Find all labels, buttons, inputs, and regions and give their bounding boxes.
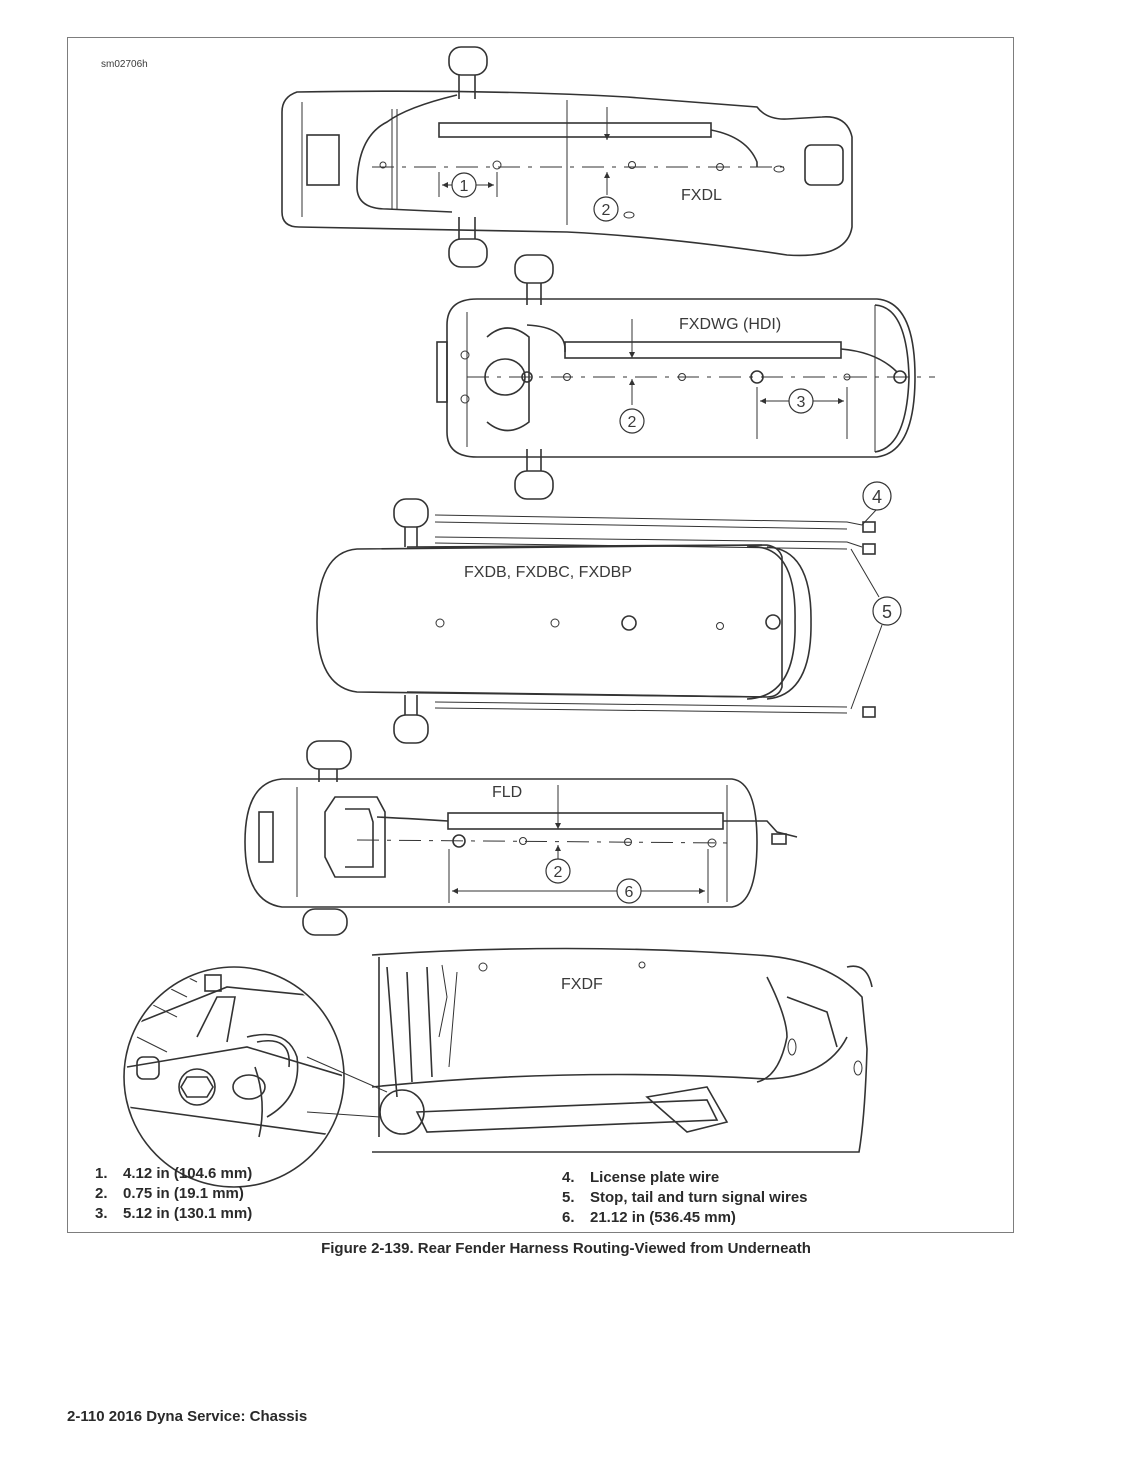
legend-text: 4.12 in (104.6 mm) (123, 1165, 253, 1182)
legend-number: 5. (562, 1189, 575, 1206)
figure-frame (67, 37, 1014, 1233)
legend-item-2: 2. 0.75 in (19.1 mm) (95, 1184, 252, 1204)
legend-text: 0.75 in (19.1 mm) (123, 1185, 244, 1202)
legend-number: 6. (562, 1209, 575, 1226)
magnified-inset (123, 966, 345, 1188)
legend-number: 3. (95, 1205, 108, 1222)
callout-5: 5 (882, 602, 892, 622)
figure-id: sm02706h (101, 59, 148, 70)
callout-4: 4 (872, 487, 882, 507)
legend-text: Stop, tail and turn signal wires (590, 1189, 808, 1206)
legend-item-4: 4. License plate wire (562, 1168, 808, 1188)
model-label-fxdf: FXDF (561, 976, 603, 993)
legend-right: 4. License plate wire 5. Stop, tail and tu… (562, 1168, 808, 1228)
fxdwg-fender-diagram: 2 3 FXDWG (HDI) (436, 254, 935, 500)
callout-6: 6 (625, 884, 634, 901)
legend-text: License plate wire (590, 1169, 720, 1186)
harness-routing-figure: sm02706h 1 2 FXDL (101, 46, 935, 1188)
legend-item-6: 6. 21.12 in (536.45 mm) (562, 1208, 808, 1228)
callout-3: 3 (797, 394, 806, 411)
callout-2-fxdwg: 2 (628, 414, 637, 431)
legend-text: 21.12 in (536.45 mm) (590, 1209, 736, 1226)
callout-1-fxdl: 1 (460, 178, 469, 195)
fxdl-fender-diagram: 1 2 FXDL (281, 46, 853, 268)
legend-text: 5.12 in (130.1 mm) (123, 1205, 253, 1222)
legend-item-1: 1. 4.12 in (104.6 mm) (95, 1164, 252, 1184)
legend-left: 1. 4.12 in (104.6 mm) 2. 0.75 in (19.1 mm)… (95, 1164, 252, 1224)
legend-number: 2. (95, 1185, 108, 1202)
legend-item-5: 5. Stop, tail and turn signal wires (562, 1188, 808, 1208)
model-label-fld: FLD (492, 784, 522, 801)
fxdf-detail-view: FXDF (306, 947, 873, 1153)
legend-item-3: 3. 5.12 in (130.1 mm) (95, 1204, 252, 1224)
fld-fender-diagram: 2 6 FLD (244, 740, 798, 936)
legend-number: 4. (562, 1169, 575, 1186)
callout-2-fxdl: 2 (602, 202, 611, 219)
model-label-fxdb: FXDB, FXDBC, FXDBP (464, 564, 632, 581)
legend-number: 1. (95, 1165, 108, 1182)
callout-2-fld: 2 (554, 864, 563, 881)
model-label-fxdl: FXDL (681, 187, 722, 204)
figure-caption: Figure 2-139. Rear Fender Harness Routin… (321, 1240, 811, 1257)
model-label-fxdwg: FXDWG (HDI) (679, 316, 781, 333)
fxdb-fender-diagram: 4 5 FXDB, FXDBC, FXDBP (316, 481, 902, 744)
page-footer: 2-110 2016 Dyna Service: Chassis (67, 1408, 308, 1425)
